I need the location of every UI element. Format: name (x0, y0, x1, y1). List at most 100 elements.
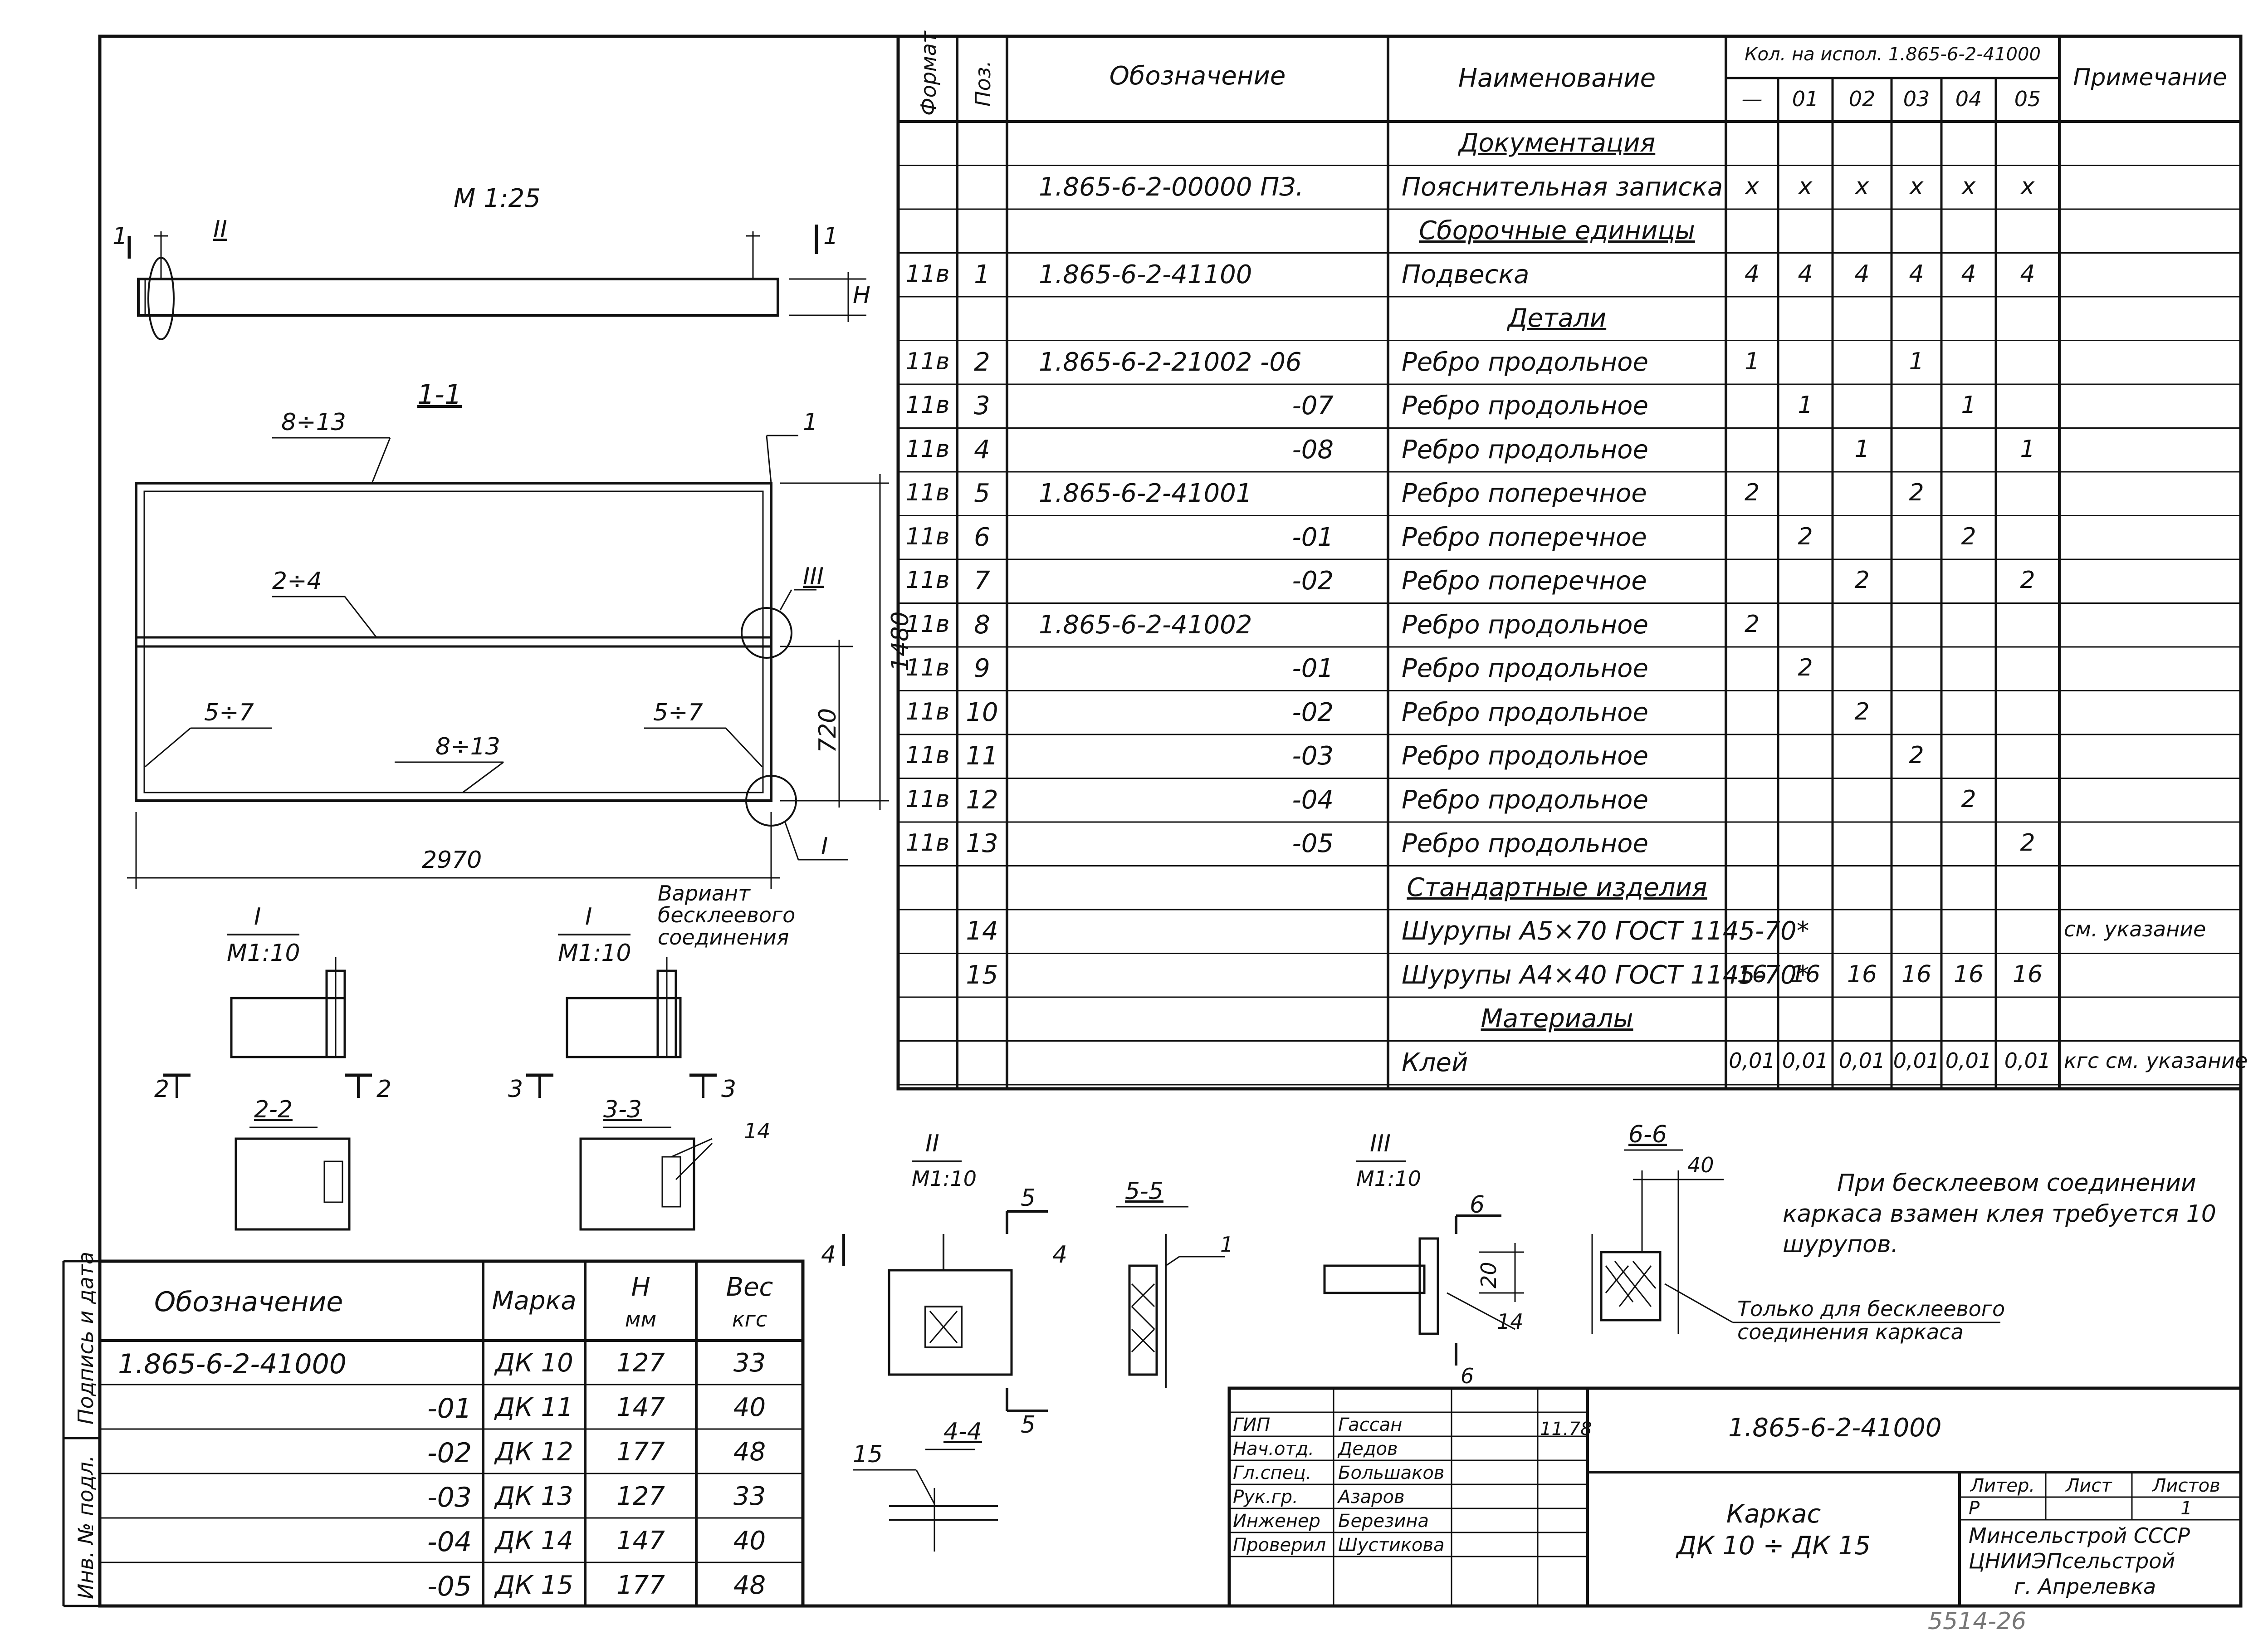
tb-role: ГИП (1233, 1415, 1271, 1435)
spec-designation: -02 (1292, 566, 1334, 596)
marks-header-h-unit: мм (625, 1307, 657, 1331)
spec-name: Пояснительная записка (1402, 172, 1723, 202)
spec-pos: 14 (966, 916, 998, 946)
tb-role: Гл.спец. (1233, 1463, 1312, 1483)
marks-designation: -03 (427, 1482, 472, 1513)
spec-pos: 12 (966, 785, 998, 815)
spec-qty: 16 (1901, 960, 1932, 988)
spec-format: 11в (905, 785, 950, 813)
label-1: 1 (803, 409, 818, 436)
spec-qty: 4 (1961, 260, 1976, 288)
cut-5-bottom: 5 (1021, 1411, 1036, 1439)
tb-org-2: ЦНИИЭПсельстрой (1969, 1549, 2175, 1573)
marks-weight: 48 (733, 1571, 766, 1600)
cut-6-bottom: 6 (1461, 1364, 1474, 1388)
spec-qty: 16 (1790, 960, 1821, 988)
tb-person: Гассан (1338, 1415, 1403, 1435)
spec-header-qty-group: Кол. на испол. 1.865-6-2-41000 (1745, 44, 2041, 65)
dim-1480: 1480 (887, 611, 914, 671)
dim-14: 14 (1497, 1309, 1524, 1334)
marks-weight: 40 (733, 1393, 766, 1422)
tb-title-1: Каркас (1726, 1499, 1821, 1529)
spec-name: Подвеска (1402, 259, 1530, 289)
spec-qty: 16 (2012, 960, 2043, 988)
marks-designation: 1.865-6-2-41000 (118, 1348, 347, 1380)
spec-variant-header: — (1741, 87, 1763, 111)
tb-org-1: Минсельстрой СССР (1969, 1523, 2190, 1548)
tb-person: Азаров (1338, 1487, 1405, 1508)
tb-stage: Р (1969, 1498, 1980, 1519)
spec-qty: 1 (2020, 435, 2035, 463)
spec-qty: 16 (1953, 960, 1984, 988)
spec-format: 11в (905, 567, 950, 594)
spec-format: 11в (905, 610, 950, 638)
spec-qty: 4 (2020, 260, 2035, 288)
spec-qty: 4 (1854, 260, 1870, 288)
marks-designation: -02 (427, 1437, 472, 1469)
tb-sheets: 1 (2180, 1498, 2192, 1519)
section-5-5-title: 5-5 (1125, 1178, 1163, 1205)
marks-header-weight-unit: кгс (732, 1307, 767, 1331)
marks-h: 147 (616, 1526, 665, 1556)
cut-2-right: 2 (376, 1076, 392, 1103)
callout-II: II (213, 216, 227, 243)
spec-designation: -07 (1292, 391, 1334, 421)
spec-designation: 1.865-6-2-00000 ПЗ. (1039, 172, 1304, 202)
spec-format: 11в (905, 479, 950, 507)
dim-20: 20 (1476, 1262, 1501, 1288)
spec-qty: 1 (1798, 392, 1813, 419)
dim-40: 40 (1687, 1153, 1714, 1177)
spec-qty: 16 (1737, 960, 1767, 988)
spec-name: Ребро поперечное (1402, 566, 1647, 596)
marks-header-designation: Обозначение (154, 1286, 343, 1318)
spec-name: Ребро продольное (1402, 347, 1648, 377)
tb-role: Нач.отд. (1233, 1439, 1315, 1459)
spec-pos: 1 (974, 259, 990, 289)
spec-name: Ребро продольное (1402, 435, 1648, 465)
spec-designation: -04 (1292, 785, 1334, 815)
spec-qty: 2 (2020, 567, 2035, 594)
spec-format: 11в (905, 829, 950, 857)
marks-header-weight: Вес (726, 1273, 773, 1302)
spec-variant-header: 03 (1903, 87, 1930, 111)
spec-qty: 2 (1961, 785, 1976, 813)
spec-name: Клей (1402, 1048, 1468, 1077)
marks-mark: ДК 14 (495, 1526, 573, 1556)
section-4-4-title: 4-4 (943, 1418, 982, 1445)
spec-pos: 2 (974, 347, 990, 377)
spec-variant-header: 01 (1792, 87, 1819, 111)
spec-qty: 4 (1744, 260, 1760, 288)
variant-note: Вариант бесклеевого соединения (658, 881, 796, 950)
marks-h: 127 (616, 1348, 665, 1378)
spec-header-name: Наименование (1458, 64, 1656, 93)
spec-qty: 0,01 (1945, 1048, 1992, 1073)
marks-mark: ДК 13 (495, 1482, 573, 1511)
marks-mark: ДК 11 (495, 1393, 573, 1422)
label-2-4: 2÷4 (272, 568, 322, 595)
detail-I-scale: М1:10 (227, 940, 300, 967)
spec-name: Ребро продольное (1402, 391, 1648, 421)
tb-date: 11.78 (1540, 1419, 1592, 1439)
label-15: 15 (853, 1441, 883, 1468)
spec-qty: 1 (1854, 435, 1870, 463)
spec-name: Ребро продольное (1402, 741, 1648, 771)
spec-qty: x (1855, 172, 1869, 200)
tb-title-2: ДК 10 ÷ ДК 15 (1677, 1531, 1871, 1561)
marks-weight: 48 (733, 1437, 766, 1467)
spec-qty: 0,01 (1893, 1048, 1940, 1073)
spec-variant-header: 04 (1955, 87, 1982, 111)
tb-person: Шустикова (1338, 1535, 1445, 1556)
dim-H: H (853, 282, 871, 309)
tb-role: Рук.гр. (1233, 1487, 1298, 1508)
spec-qty: x (1909, 172, 1924, 200)
label-8-13-top: 8÷13 (281, 409, 346, 436)
spec-qty: 4 (1798, 260, 1813, 288)
spec-variant-header: 02 (1848, 87, 1876, 111)
tb-person: Березина (1338, 1511, 1429, 1532)
marks-mark: ДК 10 (495, 1348, 573, 1378)
spec-format: 11в (905, 435, 950, 463)
tb-sheets-label: Листов (2152, 1475, 2220, 1496)
cut-4-left: 4 (821, 1241, 836, 1268)
spec-pos: 4 (974, 435, 990, 465)
spec-qty: 2 (1798, 523, 1813, 550)
